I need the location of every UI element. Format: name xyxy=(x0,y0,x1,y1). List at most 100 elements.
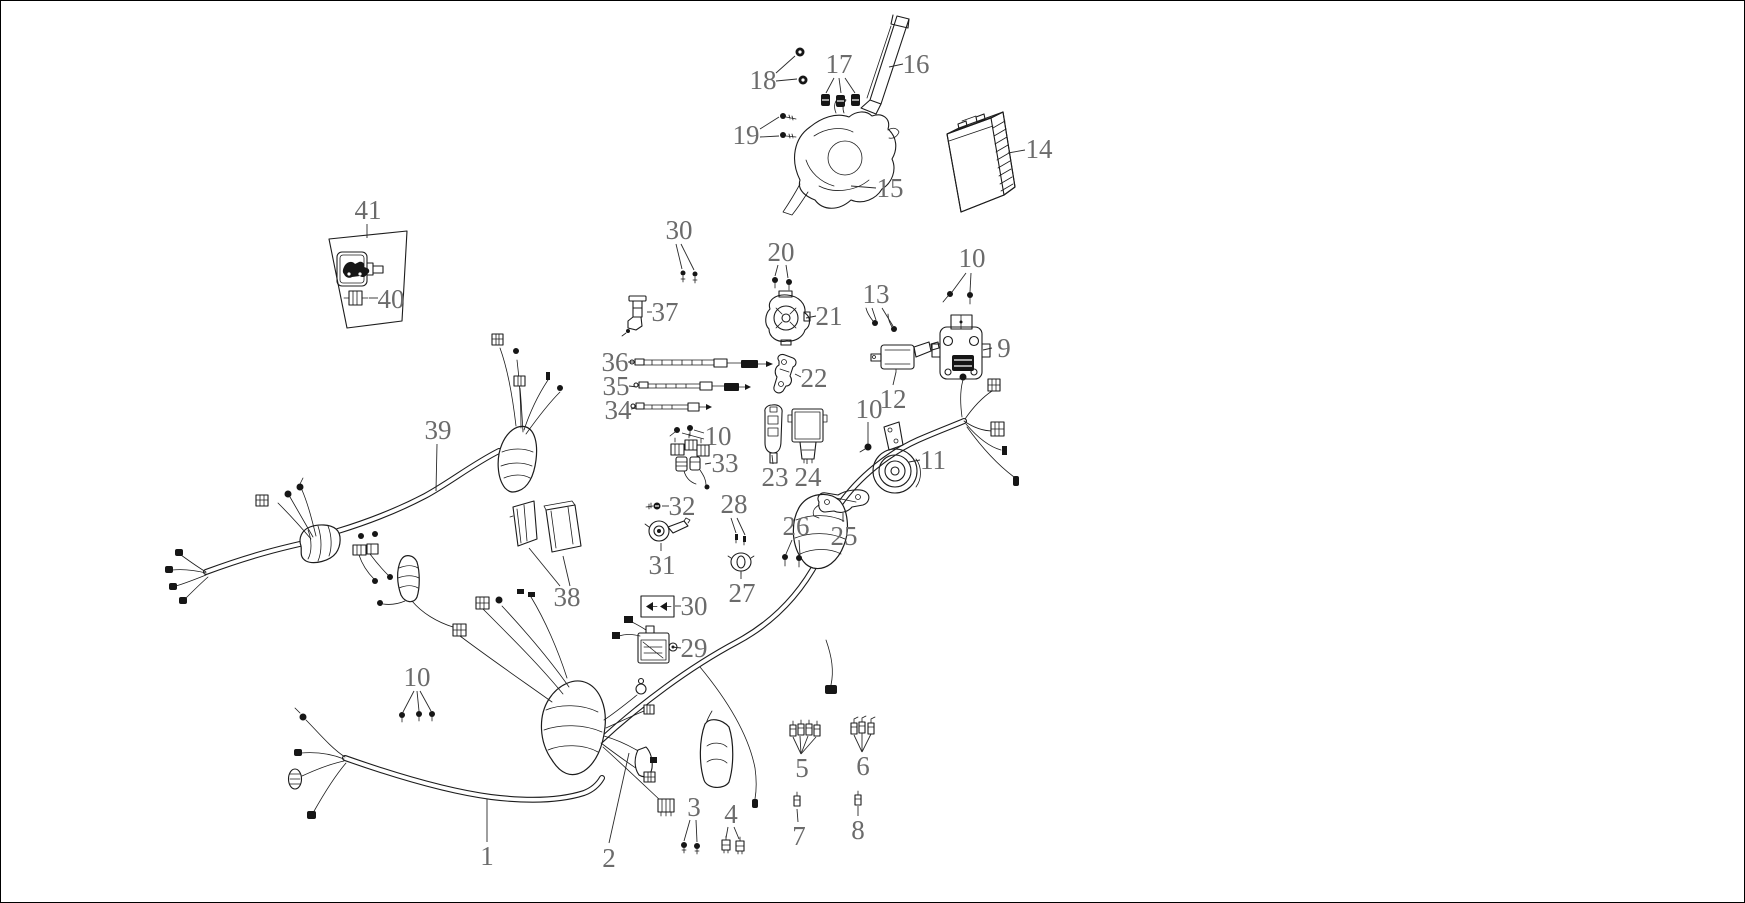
part-17-grommets xyxy=(821,94,860,107)
callout-26: 26 xyxy=(783,511,810,556)
part-number-33: 33 xyxy=(712,448,739,478)
part-number-41: 41 xyxy=(355,195,382,225)
part-10c-screws xyxy=(669,425,693,437)
callout-39: 39 xyxy=(425,415,452,492)
callout-11: 11 xyxy=(908,445,946,475)
leader-line-14 xyxy=(1007,149,1026,154)
leader-line-6 xyxy=(861,733,872,753)
callout-23: 23 xyxy=(762,454,789,492)
tape-sleeve xyxy=(397,555,420,603)
wire-connector xyxy=(284,490,292,498)
part-number-17: 17 xyxy=(826,49,853,79)
callout-15: 15 xyxy=(850,173,904,203)
harness-tubes xyxy=(203,418,967,803)
leader-line-10a xyxy=(969,272,972,293)
part-number-2: 2 xyxy=(602,843,616,873)
grid-connector xyxy=(513,375,526,387)
part-16-battery-band xyxy=(860,14,910,115)
part-41-cover xyxy=(328,230,408,329)
callout-30a: 30 xyxy=(666,215,695,271)
leader-line-4 xyxy=(733,826,740,840)
part-32-screw xyxy=(645,502,661,510)
wire-connector xyxy=(495,596,503,604)
part-30a-fasteners xyxy=(680,270,698,284)
callout-36: 36 xyxy=(602,347,633,377)
part-number-40: 40 xyxy=(378,284,405,314)
callout-21: 21 xyxy=(805,301,843,331)
leader-line-5 xyxy=(800,735,809,755)
part-number-3: 3 xyxy=(687,792,701,822)
leader-line-21 xyxy=(805,315,817,319)
leader-line-12 xyxy=(892,371,897,386)
part-number-14: 14 xyxy=(1026,134,1054,164)
grid-connector xyxy=(255,494,269,507)
part-number-19: 19 xyxy=(733,120,760,150)
part-number-30b: 30 xyxy=(681,591,708,621)
wire-terminal xyxy=(1002,446,1007,455)
tape-sleeve xyxy=(497,425,538,493)
part-number-26: 26 xyxy=(783,511,810,541)
leader-line-29 xyxy=(671,646,682,649)
part-19-screws xyxy=(780,113,797,139)
wire-connector xyxy=(825,685,837,694)
wire-connector xyxy=(165,566,173,573)
callout-28: 28 xyxy=(721,489,748,536)
part-40-connector xyxy=(343,290,369,306)
callout-33: 33 xyxy=(704,448,739,478)
part-number-34: 34 xyxy=(605,395,633,425)
callout-10a: 10 xyxy=(951,243,986,293)
callout-5: 5 xyxy=(792,735,817,783)
part-21-stator xyxy=(765,290,811,346)
leader-line-5 xyxy=(792,736,802,755)
part-number-36: 36 xyxy=(602,347,629,377)
harness-pouch xyxy=(699,719,734,788)
connector-block xyxy=(352,543,379,556)
callout-19: 19 xyxy=(733,116,780,150)
part-13-screws xyxy=(865,307,897,332)
grid-connector xyxy=(643,704,655,715)
leader-line-17 xyxy=(825,77,835,94)
part-27-grommet xyxy=(727,552,755,575)
part-number-10b: 10 xyxy=(856,394,883,424)
leader-line-26 xyxy=(798,539,801,556)
leader-line-38 xyxy=(528,547,561,587)
grid-connector xyxy=(491,333,504,346)
wire-connector xyxy=(557,385,563,391)
leader-line-33 xyxy=(704,462,712,465)
wire-connector xyxy=(294,749,302,756)
callout-37: 37 xyxy=(647,297,679,327)
grid-connector xyxy=(990,421,1005,437)
part-number-7: 7 xyxy=(792,821,806,851)
callout-40: 40 xyxy=(369,284,405,314)
part-10b-screw xyxy=(859,443,872,453)
part-number-10a: 10 xyxy=(959,243,986,273)
part-11-horn xyxy=(872,421,921,494)
wire-connector xyxy=(377,600,383,606)
part-number-10d: 10 xyxy=(404,662,431,692)
leader-line-10d xyxy=(416,690,420,712)
part-number-23: 23 xyxy=(762,462,789,492)
part-3-screws xyxy=(681,842,700,855)
harness-bolt xyxy=(372,531,378,537)
leader-line-7 xyxy=(796,808,799,823)
wire-terminal xyxy=(1013,476,1019,486)
part-12-ignition-coil xyxy=(870,341,940,373)
callout-41: 41 xyxy=(355,195,382,238)
part-number-35: 35 xyxy=(603,371,630,401)
leader-line-38 xyxy=(562,555,571,587)
wire-connector xyxy=(169,583,177,590)
part-number-31: 31 xyxy=(649,550,676,580)
part-9-cdi-unit xyxy=(931,314,991,380)
callout-10d: 10 xyxy=(402,662,432,713)
grid-connector xyxy=(643,771,656,783)
leader-line-22 xyxy=(794,373,802,378)
leader-line-6 xyxy=(853,734,863,753)
part-37-switch xyxy=(621,295,647,337)
part-number-38: 38 xyxy=(554,582,581,612)
callout-25: 25 xyxy=(831,513,858,551)
part-number-32: 32 xyxy=(669,491,696,521)
leader-line-20 xyxy=(774,264,779,277)
part-number-1: 1 xyxy=(480,841,494,871)
leader-line-16 xyxy=(888,63,904,68)
